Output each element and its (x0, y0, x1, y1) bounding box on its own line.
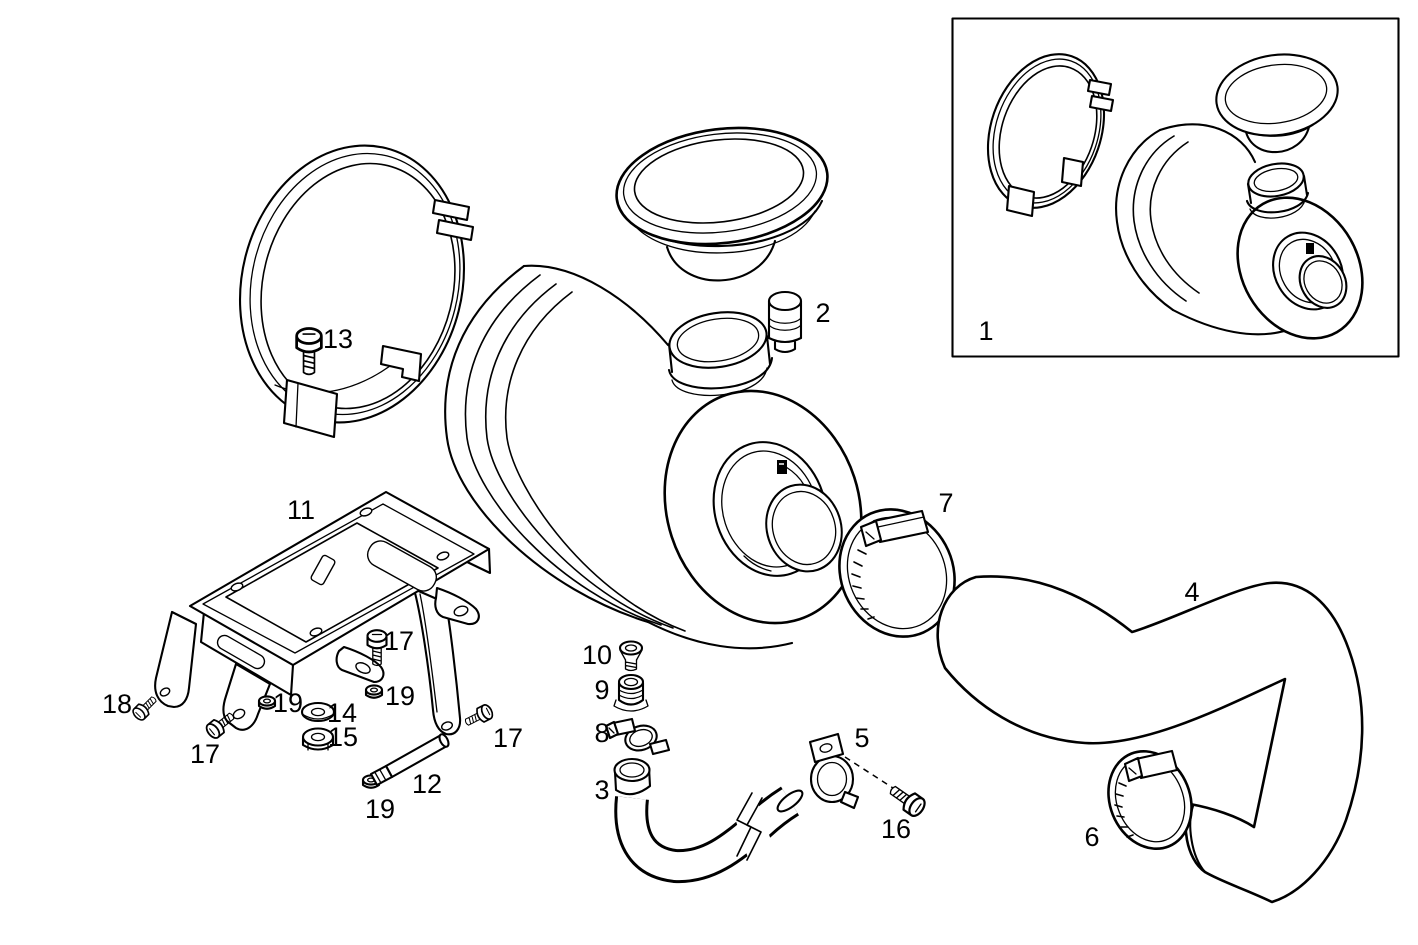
intake-hose-4 (936, 575, 1364, 904)
callout-15: 15 (328, 722, 358, 752)
assembly-dashed-line (844, 756, 894, 789)
washer-14 (300, 701, 336, 723)
inset-mounting-band (986, 53, 1115, 218)
callout-19c: 19 (365, 794, 395, 824)
mounting-band (238, 144, 475, 439)
clip-5 (808, 732, 860, 810)
inset-box (951, 17, 1400, 358)
callout-12: 12 (412, 769, 442, 799)
callout-10: 10 (582, 640, 612, 670)
screw-10 (618, 640, 644, 672)
callout-16: 16 (881, 814, 911, 844)
housing-body (444, 264, 863, 650)
hose-clamp-6 (1107, 749, 1193, 851)
nut-19b (364, 684, 384, 699)
bolt-18 (130, 692, 161, 723)
stud-12 (369, 733, 450, 787)
callout-1: 1 (978, 316, 993, 346)
housing-cover-cap (615, 126, 829, 282)
hose-clamp-7 (838, 508, 956, 638)
callout-11: 11 (287, 495, 315, 525)
hose-clamp-8 (604, 717, 671, 756)
callout-18: 18 (102, 689, 132, 719)
callout-9: 9 (594, 675, 609, 705)
grommet-9 (613, 673, 649, 712)
callout-4: 4 (1184, 577, 1199, 607)
nut-15 (301, 727, 335, 751)
callout-8: 8 (594, 718, 609, 748)
plug-2 (767, 290, 803, 354)
callout-6: 6 (1084, 822, 1099, 852)
callout-19b: 19 (385, 681, 415, 711)
callout-2: 2 (815, 298, 830, 328)
callout-17c: 17 (493, 723, 523, 753)
callout-3: 3 (594, 775, 609, 805)
callout-17a: 17 (384, 626, 414, 656)
callout-19a: 19 (273, 688, 303, 718)
air-cleaner-housing (444, 126, 863, 650)
inset-air-cleaner-assembly (1115, 53, 1364, 340)
mounting-bracket-11 (154, 490, 492, 736)
callout-17b: 17 (190, 739, 220, 769)
drain-hose-3 (613, 757, 804, 884)
callout-labels: 1 2 3 4 5 6 7 8 9 10 11 12 13 14 15 16 1… (102, 298, 1200, 852)
callout-5: 5 (854, 723, 869, 753)
callout-13: 13 (323, 324, 353, 354)
bolt-17c (461, 702, 496, 731)
housing-screw (777, 460, 787, 474)
housing-inlet (667, 311, 774, 397)
callout-7: 7 (938, 488, 953, 518)
callout-14: 14 (327, 698, 357, 728)
